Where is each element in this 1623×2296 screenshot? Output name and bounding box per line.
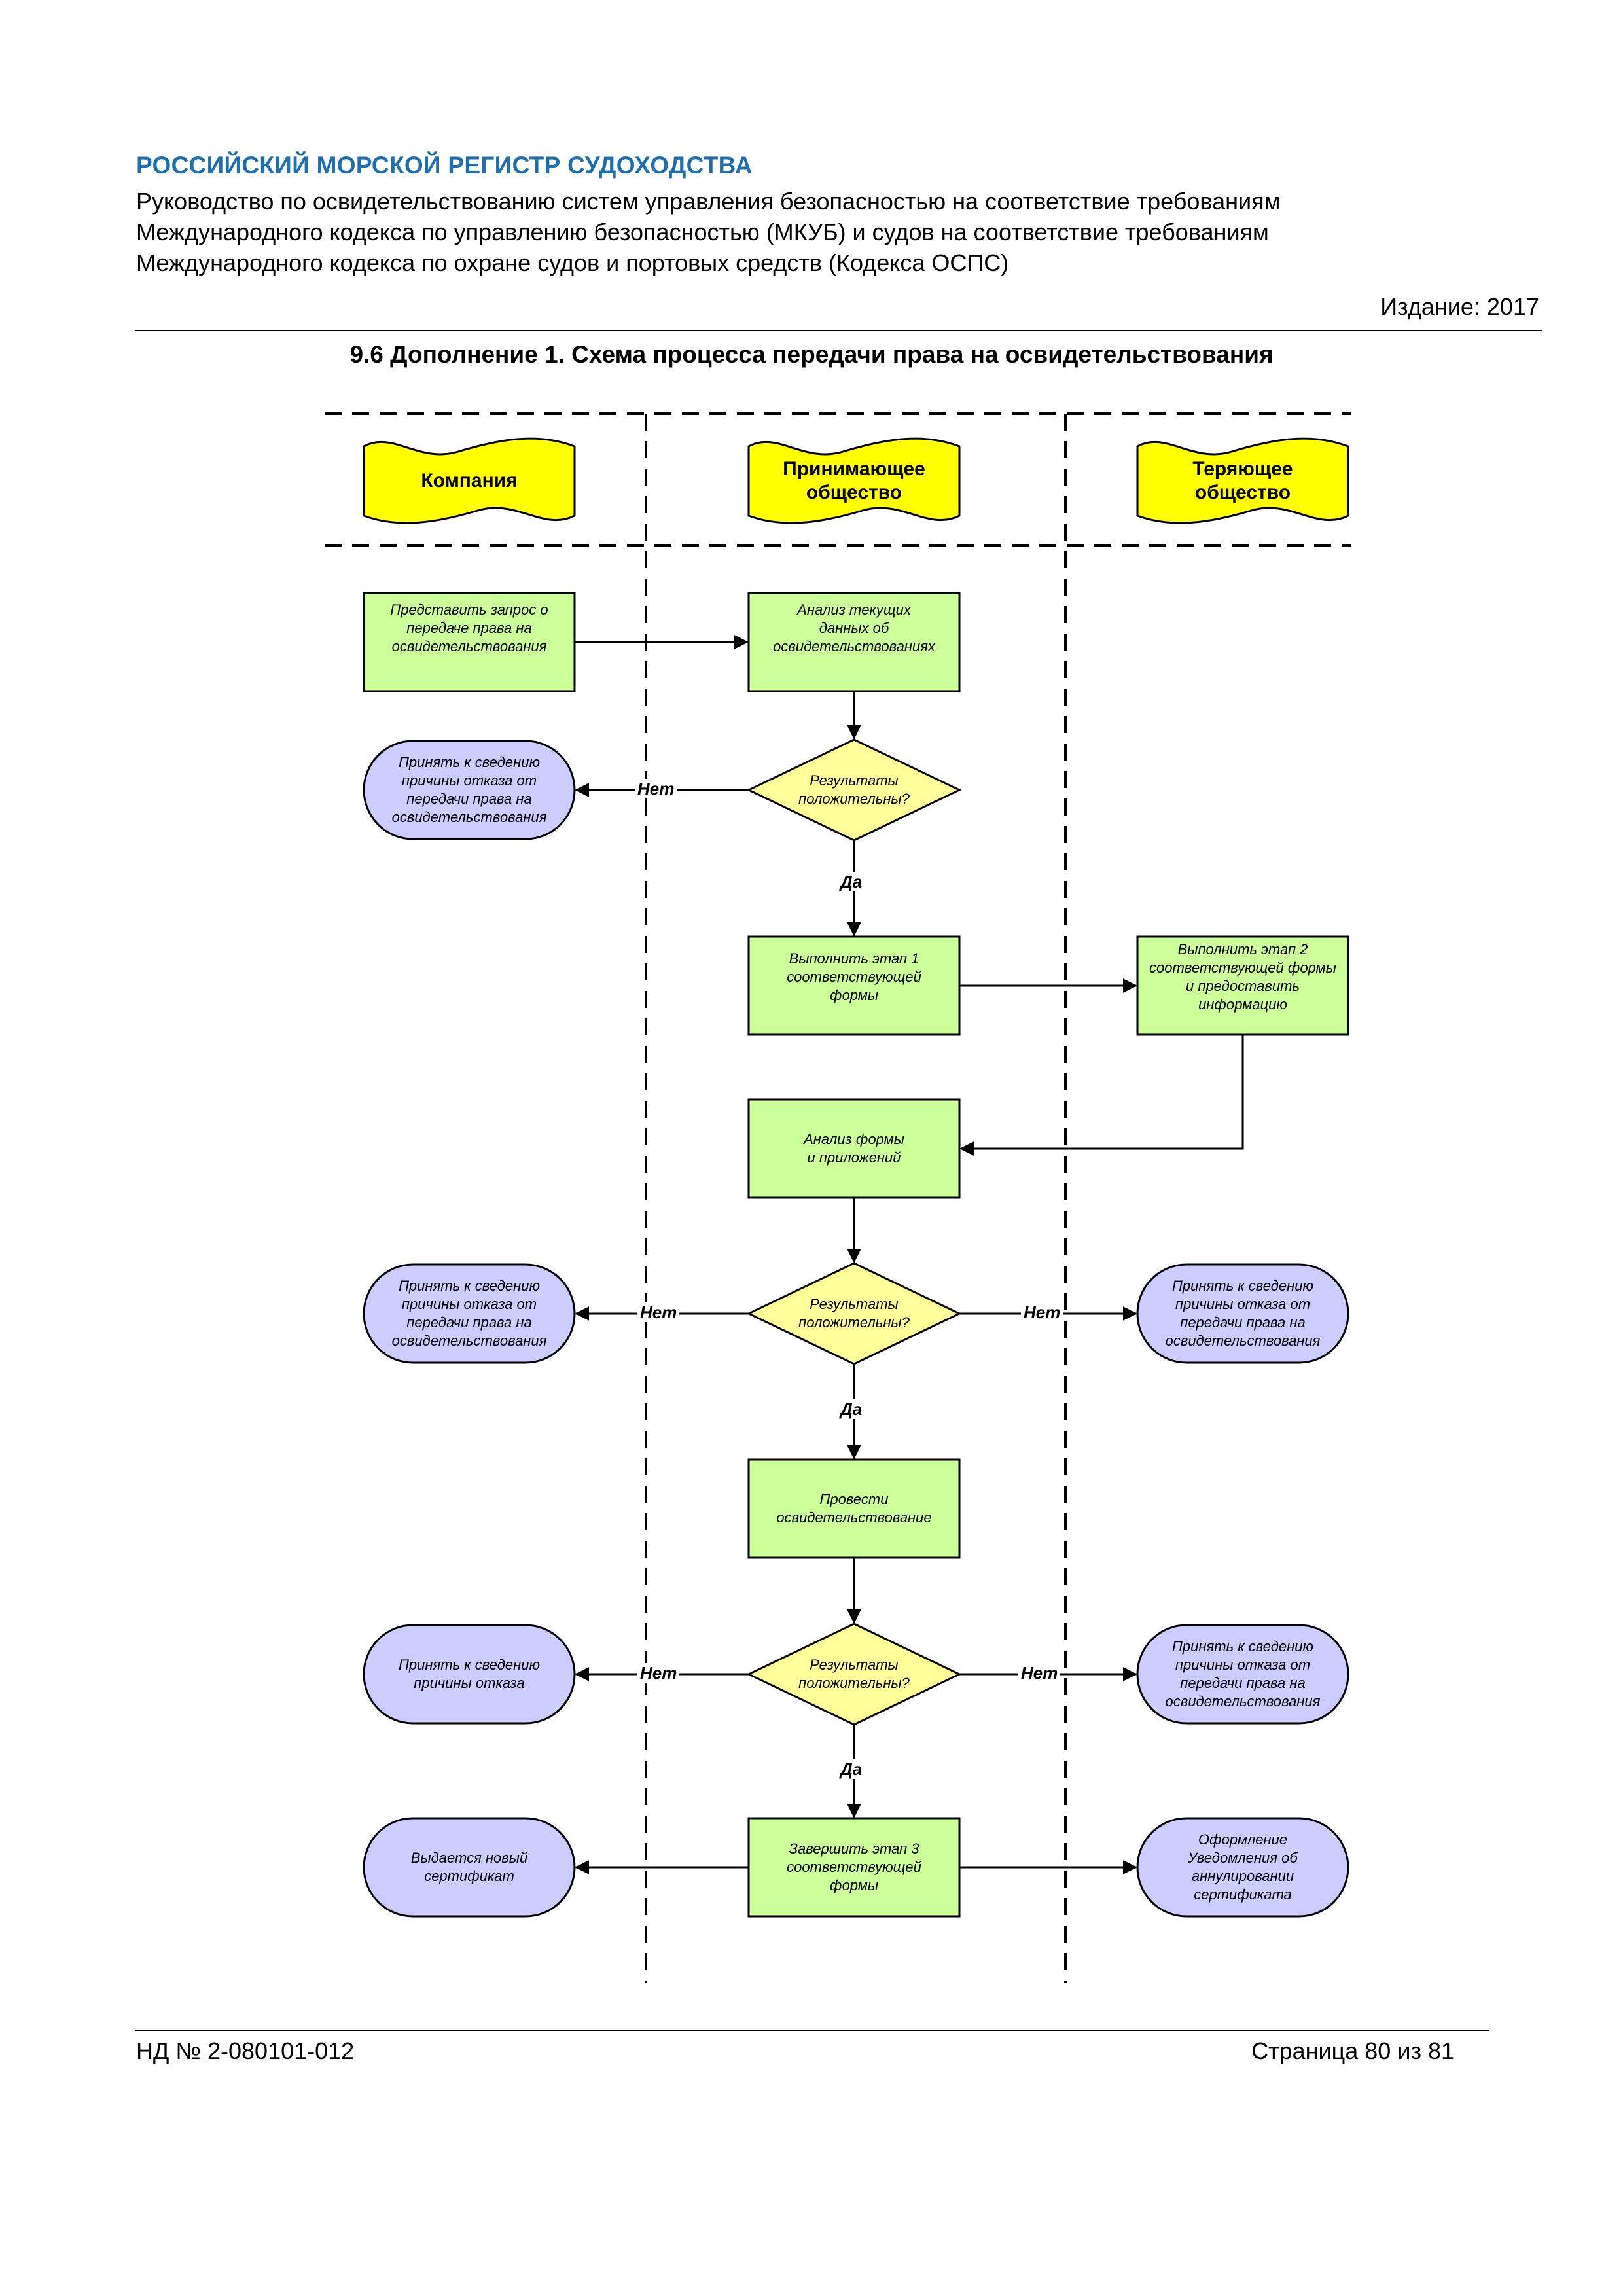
node-new-cert bbox=[363, 1817, 576, 1918]
node-survey bbox=[747, 1458, 961, 1559]
node-reject1-label: Принять к сведению причины отказа от пер… bbox=[391, 754, 547, 825]
edge-label-yes: Да bbox=[838, 872, 865, 891]
subtitle-line-2: Международного кодекса по управлению без… bbox=[136, 219, 1269, 245]
doc-number: НД № 2-080101-012 bbox=[136, 2037, 355, 2064]
node-decision1-label: Результаты положительны? bbox=[798, 772, 910, 807]
edge-label-no: Нет bbox=[1021, 1302, 1063, 1322]
lane-header-losing-shape bbox=[1136, 437, 1349, 524]
page-title: 9.6 Дополнение 1. Схема процесса передач… bbox=[349, 341, 1274, 368]
edge-label-no: Нет bbox=[635, 779, 677, 798]
node-analyze-form-label: Анализ формы и приложений bbox=[804, 1131, 904, 1166]
edge-label-no: Нет bbox=[637, 1302, 680, 1322]
node-survey-label: Провести освидетельствование bbox=[776, 1491, 932, 1526]
node-cancel-notice bbox=[1136, 1817, 1349, 1918]
lane-header-receiving: Принимающее общество bbox=[783, 458, 925, 503]
node-stage3-label: Завершить этап 3 соответствующей формы bbox=[787, 1840, 921, 1893]
node-decision2-label: Результаты положительны? bbox=[798, 1296, 910, 1331]
subtitle-line-1: Руководство по освидетельствованию систе… bbox=[136, 188, 1281, 215]
lane-header-company-shape bbox=[363, 437, 576, 524]
node-analyze-data-label: Анализ текущих данных об освидетельствов… bbox=[773, 601, 935, 655]
node-reject3-company-label: Принять к сведению причины отказа bbox=[398, 1657, 541, 1691]
edge-label-no: Нет bbox=[1018, 1663, 1061, 1683]
node-reject3-company bbox=[363, 1624, 576, 1725]
node-reject1 bbox=[363, 740, 576, 840]
node-new-cert-label: Выдается новый сертификат bbox=[410, 1850, 528, 1884]
page-number: Страница 80 из 81 bbox=[1251, 2037, 1454, 2064]
node-stage1-label: Выполнить этап 1 соответствующей формы bbox=[787, 950, 921, 1003]
lane-header-losing: Теряющее общество bbox=[1192, 458, 1293, 503]
header-divider bbox=[135, 330, 1542, 331]
edge-label-yes: Да bbox=[838, 1759, 865, 1779]
edition-label: Издание: 2017 bbox=[1380, 293, 1539, 320]
edge-label-yes: Да bbox=[838, 1399, 865, 1419]
node-analyze-form bbox=[747, 1098, 961, 1199]
edge-stage2-to-analyze-form bbox=[959, 1035, 1244, 1156]
node-request-label: Представить запрос о передаче права на о… bbox=[390, 601, 548, 655]
node-reject3-losing bbox=[1136, 1624, 1349, 1725]
subtitle-line-3: Международного кодекса по охране судов и… bbox=[136, 249, 1009, 276]
organization-name: РОССИЙСКИЙ МОРСКОЙ РЕГИСТР СУДОХОДСТВА bbox=[136, 152, 753, 179]
footer-divider bbox=[135, 2030, 1489, 2031]
node-stage2-label: Выполнить этап 2 соответствующей формы и… bbox=[1149, 941, 1336, 1013]
edge-label-no: Нет bbox=[637, 1663, 680, 1683]
node-stage1 bbox=[747, 935, 961, 1036]
node-reject2-losing bbox=[1136, 1263, 1349, 1364]
node-reject2-company-label: Принять к сведению причины отказа от пер… bbox=[391, 1278, 547, 1349]
node-analyze-data bbox=[747, 592, 961, 692]
node-request bbox=[363, 592, 576, 692]
lane-header-company: Компания bbox=[421, 470, 518, 492]
node-cancel-notice-label: Оформление Уведомления об аннулировании … bbox=[1188, 1831, 1298, 1903]
lane-header-receiving-shape bbox=[747, 437, 961, 524]
node-reject3-losing-label: Принять к сведению причины отказа от пер… bbox=[1165, 1638, 1321, 1710]
node-decision3-label: Результаты положительны? bbox=[798, 1657, 910, 1691]
node-reject2-company bbox=[363, 1263, 576, 1364]
node-stage3 bbox=[747, 1817, 961, 1918]
node-reject2-losing-label: Принять к сведению причины отказа от пер… bbox=[1165, 1278, 1321, 1349]
